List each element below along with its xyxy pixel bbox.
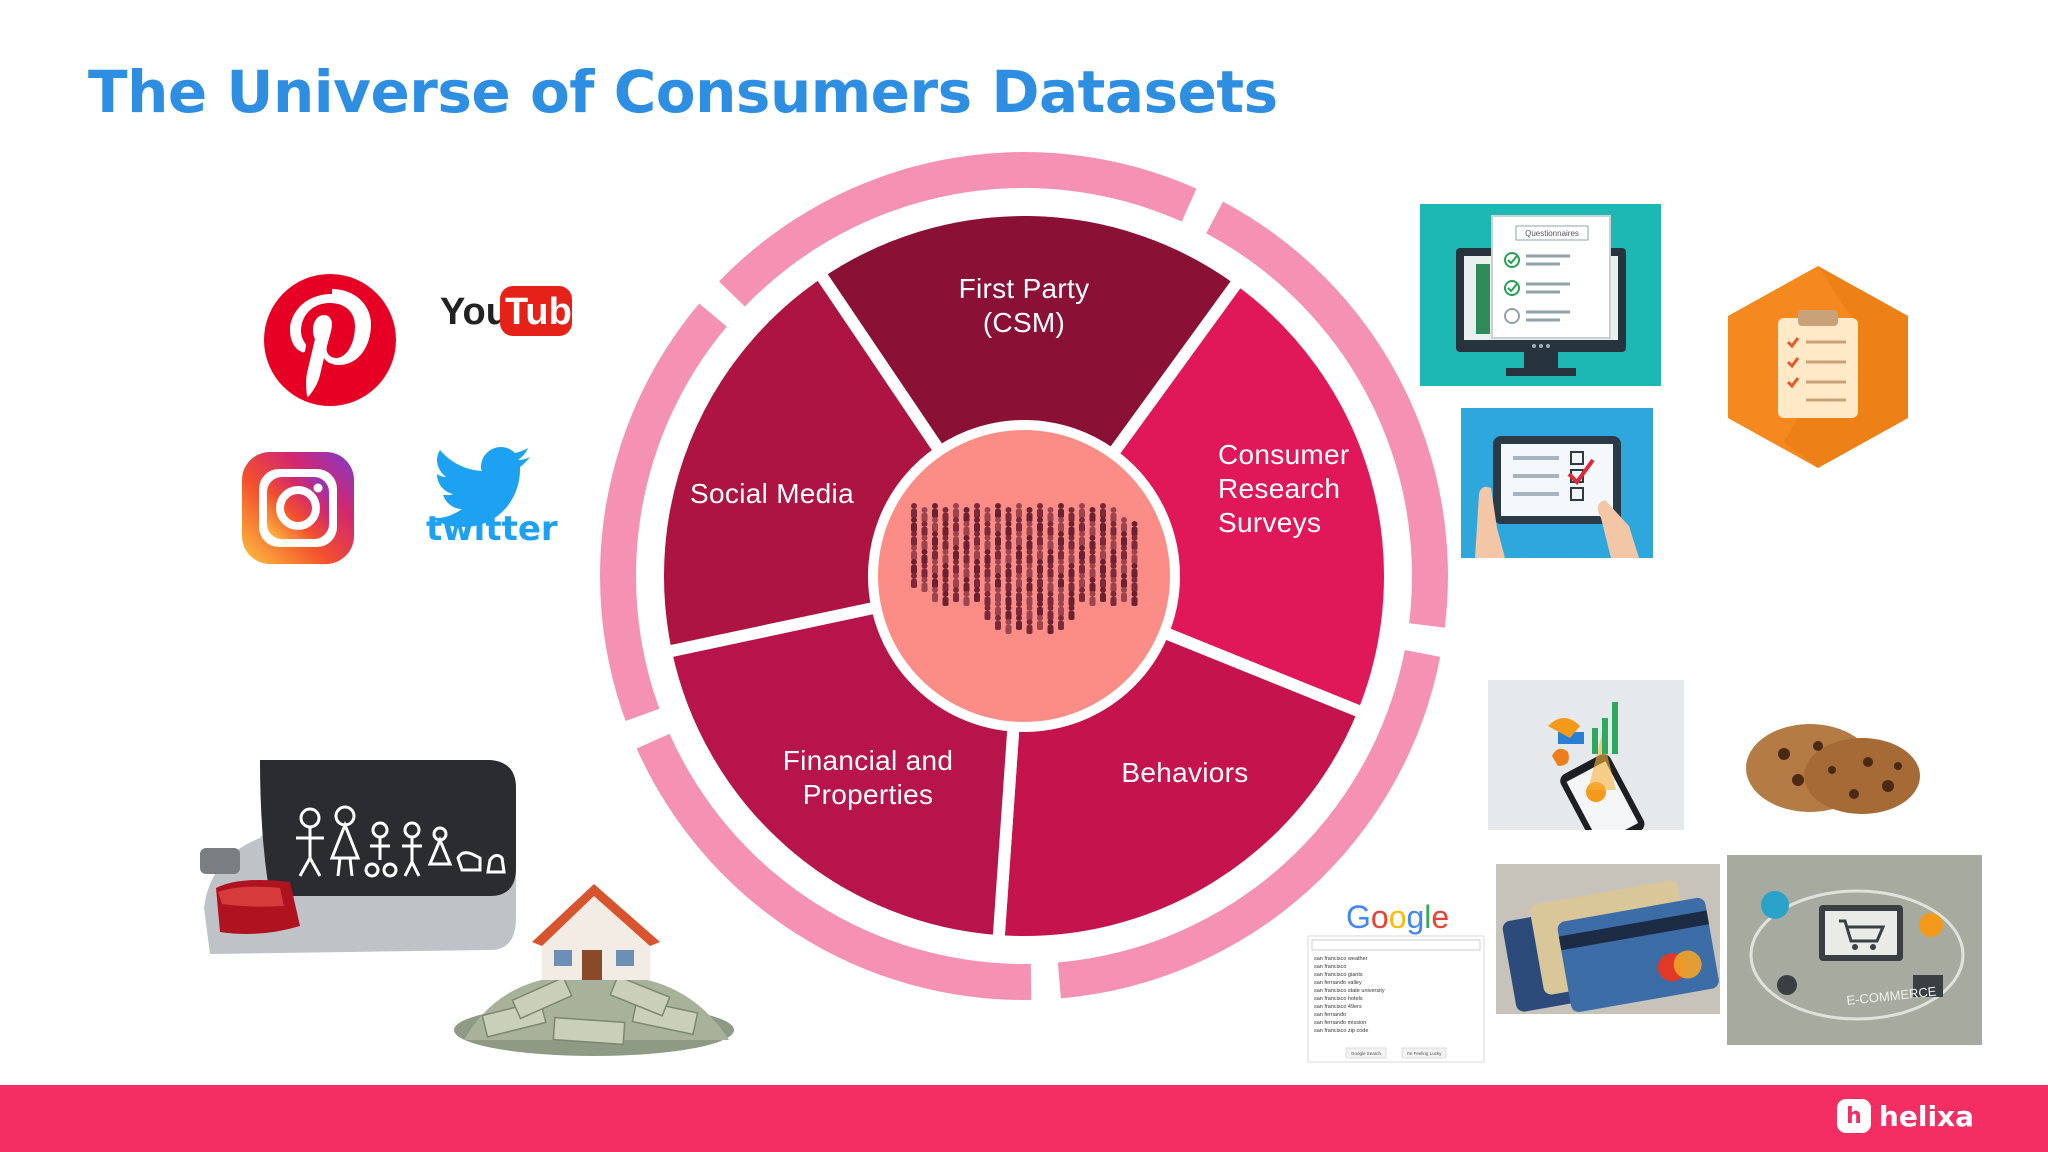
cookies-image xyxy=(1746,724,1920,814)
youtube-tube-text: Tube xyxy=(505,291,574,333)
outer-ring-piece-3 xyxy=(1057,650,1441,999)
segment-label-line: Behaviors xyxy=(1121,757,1248,788)
google-suggestion-item[interactable]: san francisco weather xyxy=(1314,956,1368,962)
google-letter: l xyxy=(1424,899,1431,935)
questionnaire-label: Questionnaires xyxy=(1525,229,1579,238)
google-suggestion-item[interactable]: san fernando xyxy=(1314,1012,1346,1018)
page-title: The Universe of Consumers Datasets xyxy=(88,58,1278,126)
segment-social-media xyxy=(652,266,947,659)
outer-ring-piece-1 xyxy=(718,152,1197,307)
youtube-icon: You Tube xyxy=(440,286,574,336)
segment-label-line: Financial and xyxy=(783,745,953,776)
segment-label-behaviors: Behaviors xyxy=(1121,757,1248,788)
google-letter: e xyxy=(1431,899,1449,935)
twitter-icon: twitter xyxy=(426,447,558,548)
ecommerce-image: E-COMMERCE xyxy=(1727,855,1982,1045)
segment-financial xyxy=(659,601,1020,948)
segment-label-line: Research xyxy=(1218,473,1340,504)
segment-label-line: Social Media xyxy=(690,478,854,509)
segment-behaviors xyxy=(992,626,1370,948)
google-suggestion-item[interactable]: san francisco 49ers xyxy=(1314,1004,1362,1010)
segment-consumer-research xyxy=(1106,273,1396,720)
outer-ring xyxy=(600,152,1448,1000)
segment-label-line: (CSM) xyxy=(983,307,1065,338)
outer-ring-piece-4 xyxy=(636,733,1032,1000)
segment-first-party xyxy=(813,204,1246,461)
usa-people-map-icon xyxy=(911,503,1138,634)
google-suggestion-item[interactable]: san francisco hotels xyxy=(1314,996,1363,1002)
google-suggestion-item[interactable]: san francisco xyxy=(1314,964,1346,970)
clipboard-hexagon-icon xyxy=(1728,266,1908,468)
outer-ring-piece-2 xyxy=(1206,201,1448,628)
tablet-survey-image xyxy=(1461,408,1653,558)
pinterest-icon xyxy=(264,274,396,406)
google-letter: g xyxy=(1406,899,1424,935)
segment-label-social-media: Social Media xyxy=(690,478,854,509)
segment-label-line: Consumer xyxy=(1218,439,1350,470)
segment-label-first-party: First Party(CSM) xyxy=(959,273,1090,338)
outer-ring-piece-5 xyxy=(600,303,727,722)
google-suggestion-item[interactable]: san fernando mission xyxy=(1314,1020,1366,1026)
credit-cards-image xyxy=(1496,864,1720,1014)
google-letter: o xyxy=(1371,899,1389,935)
google-suggestion-item[interactable]: san francisco state university xyxy=(1314,988,1385,994)
helixa-mark-icon: h xyxy=(1836,1099,1871,1133)
dataset-segments xyxy=(652,204,1396,948)
google-suggestion-item[interactable]: san fernando valley xyxy=(1314,980,1362,986)
helixa-logo: h helixa xyxy=(1836,1099,1974,1133)
google-suggestion-item[interactable]: san francisco zip code xyxy=(1314,1028,1368,1034)
segment-label-line: Surveys xyxy=(1218,507,1321,538)
twitter-wordmark: twitter xyxy=(426,509,558,548)
google-logo: Google xyxy=(1346,899,1449,935)
instagram-icon xyxy=(242,452,354,564)
segment-label-line: Properties xyxy=(803,779,934,810)
google-suggestions: san francisco weather san francisco san fr… xyxy=(1314,956,1385,1034)
feeling-lucky-button: I'm Feeling Lucky xyxy=(1407,1051,1443,1056)
center-circle xyxy=(878,430,1170,722)
questionnaire-monitor-image: Questionnaires xyxy=(1420,204,1661,386)
house-on-money-image xyxy=(454,884,734,1056)
google-letter: G xyxy=(1346,899,1371,935)
footer-bar: h helixa xyxy=(0,1085,2048,1152)
car-family-stickers-image xyxy=(200,760,516,954)
google-search-button: Google Search xyxy=(1351,1051,1382,1056)
youtube-you-text: You xyxy=(440,291,509,333)
center-disc xyxy=(878,430,1170,722)
brand-name: helixa xyxy=(1878,1099,1974,1133)
mobile-analytics-image xyxy=(1488,680,1684,830)
google-suggestion-item[interactable]: san francisco giants xyxy=(1314,972,1363,978)
google-letter: o xyxy=(1389,899,1407,935)
segment-label-line: First Party xyxy=(959,273,1090,304)
